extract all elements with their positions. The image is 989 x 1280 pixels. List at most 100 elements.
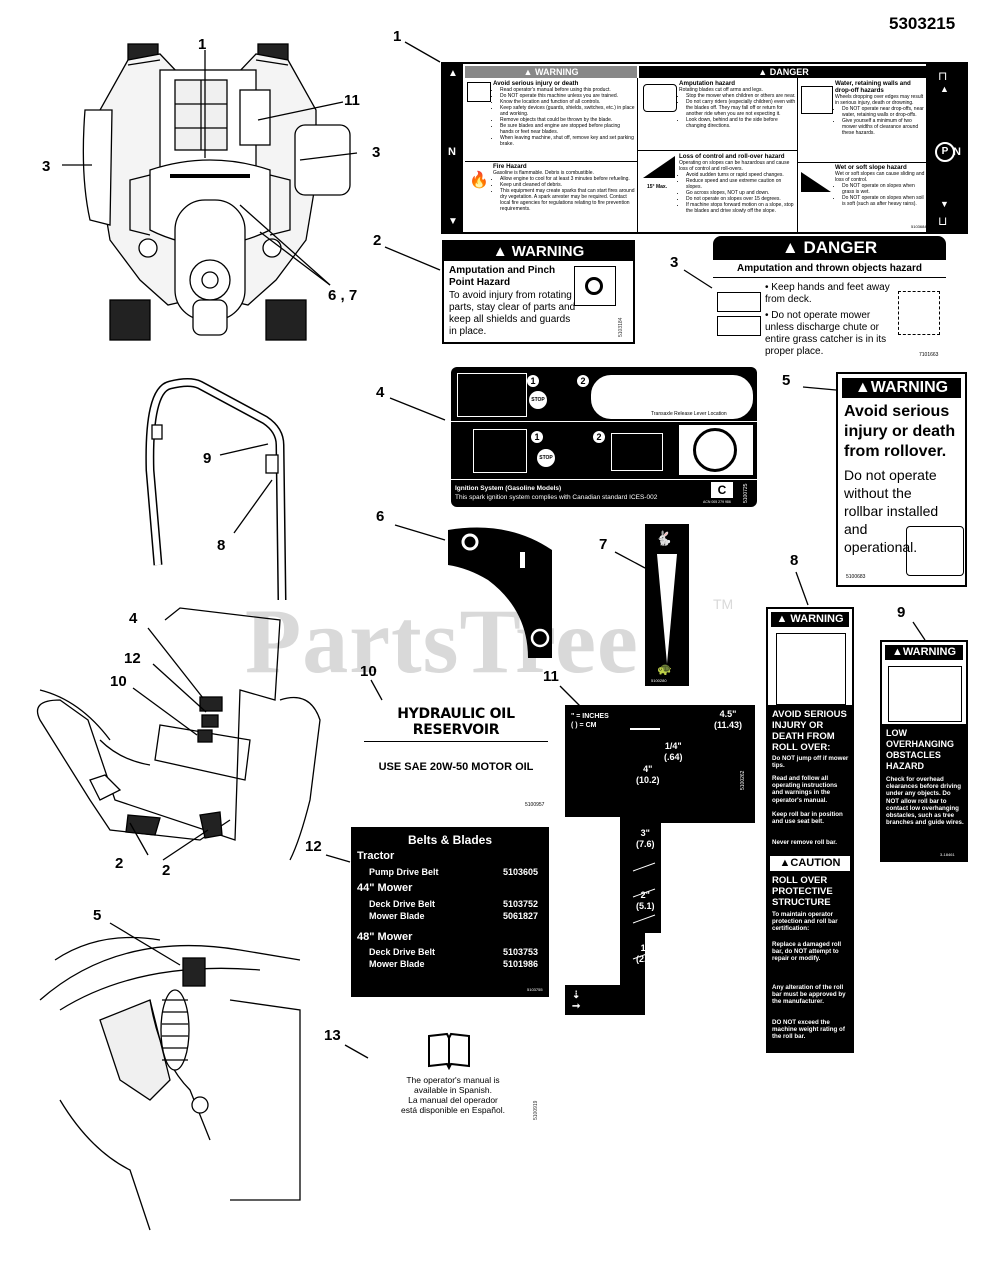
slope-max: 15° Max.: [647, 184, 668, 190]
avoid-item: Read operator's manual before using this…: [500, 87, 635, 93]
callout-2-drawing-a: 2: [115, 855, 124, 872]
decal-1-warning-header: ▲ WARNING: [465, 66, 637, 78]
ignition-text: This spark ignition system complies with…: [455, 494, 658, 501]
rollbar-drawing: [145, 378, 287, 601]
decal-12-title: Belts & Blades: [407, 833, 493, 847]
step-2-label: 2: [593, 431, 605, 443]
callout-10-decal: 10: [360, 663, 377, 680]
decal-10-text: USE SAE 20W-50 MOTOR OIL: [378, 761, 534, 773]
decal-3-pn: 7101663: [919, 352, 939, 358]
decal-6: [448, 527, 552, 658]
decal-2: ▲ WARNING Amputation and Pinch Point Haz…: [442, 240, 635, 344]
decal-9-pn: 3-18461: [940, 852, 955, 857]
rider-icon: [457, 373, 527, 417]
step-1-label: 1: [527, 375, 539, 387]
callout-5-decal: 5: [782, 372, 791, 389]
loss-item: Reduce speed and use extreme caution on …: [686, 178, 797, 190]
amp-title: Amputation hazard: [679, 80, 736, 87]
rider-icon: [776, 633, 846, 705]
callout-9-decal: 9: [897, 604, 906, 621]
loss-item: If machine stops forward motion on a slo…: [686, 202, 797, 214]
decal-13-line-2: available in Spanish.: [414, 1085, 492, 1095]
row-label: Deck Drive Belt: [369, 947, 436, 957]
hand-icon: [717, 316, 761, 336]
water-item: Do NOT operate near drop-offs, near wate…: [842, 106, 927, 118]
decal-8-r3: Any alteration of the roll bar must be a…: [772, 984, 846, 1006]
engine-icon: [591, 375, 753, 419]
start-icon: [530, 628, 550, 648]
decal-10: HYDRAULIC OIL RESERVOIR USE SAE 20W-50 M…: [364, 706, 548, 812]
avoid-item: When leaving machine, shut off, remove k…: [500, 135, 635, 147]
decal-9-header: ▲WARNING: [885, 645, 963, 660]
amp-text: Rotating blades cut off arms and legs.: [679, 87, 763, 94]
decal-3: ▲ DANGER Amputation and thrown objects h…: [713, 236, 946, 360]
arrow-down-icon: ▼: [448, 216, 458, 227]
callout-5-drawing: 5: [93, 907, 102, 924]
callout-2-drawing-b: 2: [162, 862, 171, 879]
callout-6-7: 6 , 7: [328, 287, 358, 304]
decal-3-item-1: • Keep hands and feet away from deck.: [765, 282, 890, 305]
callout-1-top: 1: [198, 36, 207, 53]
step-1-label: 1: [531, 431, 543, 443]
shock-drawing: [39, 922, 301, 1231]
row-label: Deck Drive Belt: [369, 899, 436, 909]
row-pn: 5103605: [503, 867, 539, 877]
fire-item: Keep unit cleaned of debris.: [500, 182, 635, 188]
row-pn: 5103752: [503, 899, 539, 909]
amp-item: Look down, behind and to the side before…: [686, 117, 797, 129]
loss-item: Avoid sudden turns or rapid speed change…: [686, 172, 797, 178]
decal-3-item-2: • Do not operate mower unless discharge …: [765, 310, 887, 357]
no-rider-icon: [679, 425, 753, 475]
section-tractor: Tractor: [357, 850, 395, 862]
row-label: Pump Drive Belt: [369, 867, 439, 877]
height-icon: [630, 714, 660, 730]
decal-8-caution-header: ▲CAUTION: [770, 856, 850, 871]
book-icon: [428, 1032, 470, 1070]
decal-8-t2: Read and follow all operating instructio…: [772, 775, 838, 804]
decal-6-body: [448, 527, 552, 658]
row-pn: 5061827: [503, 911, 539, 921]
decal-7-pn: 5100280: [651, 678, 667, 683]
water-title: Water, retaining walls and drop-off haza…: [835, 80, 911, 95]
wet-item: Do NOT operate on slopes when grass is w…: [842, 183, 927, 195]
avoid-item: Be sure blades and engine are stopped be…: [500, 123, 635, 135]
decal-1-danger-header: ▲ DANGER: [639, 66, 928, 78]
hand-icon: [717, 292, 761, 312]
callout-9-drawing: 9: [203, 450, 212, 467]
loss-item: Go across slopes, NOT up and down.: [686, 190, 797, 196]
watermark: PartsTree: [245, 590, 639, 692]
arrow-down-icon: ▼: [940, 199, 949, 209]
step-2-label: 2: [577, 375, 589, 387]
rider-icon: [888, 666, 962, 722]
wet-item: Do NOT operate on slopes when soil is so…: [842, 195, 927, 207]
decal-2-title: Amputation and Pinch Point Hazard: [449, 265, 556, 288]
decal-5-line-1: Avoid serious injury or death from rollo…: [844, 403, 956, 460]
book-icon: [467, 82, 491, 102]
rider-icon: [906, 526, 964, 576]
decal-8-black-panel: AVOID SERIOUS INJURY OR DEATH FROM ROLL …: [768, 705, 852, 1051]
height-3-4: 3/4"(1.90): [570, 768, 594, 789]
decal-5-header: ▲WARNING: [842, 378, 961, 398]
amp-item: Stop the mower when children or others a…: [686, 93, 797, 99]
fire-icon: 🔥: [469, 172, 489, 189]
height-1: 1"(2.5): [636, 943, 655, 964]
water-block: Water, retaining walls and drop-off haza…: [835, 80, 927, 136]
hand-icon: [574, 266, 616, 306]
decal-9-text: Check for overhead clearances before dri…: [886, 776, 964, 827]
decal-13-line-1: The operator's manual is: [406, 1075, 500, 1085]
height-3: 3"(7.6): [636, 828, 655, 849]
loss-item: Do not operate on slopes over 15 degrees…: [686, 196, 797, 202]
fire-list: Allow engine to cool for at least 3 minu…: [493, 176, 635, 212]
height-2: 2"(5.1): [636, 890, 655, 911]
fire-item: Allow engine to cool for at least 3 minu…: [500, 176, 635, 182]
side-n-label: N: [953, 146, 961, 158]
water-item: Give yourself a minimum of two mower wid…: [842, 118, 927, 136]
on-icon: [520, 552, 525, 568]
callout-3-left: 3: [42, 158, 51, 175]
decal-13-line-4: está disponible en Español.: [401, 1105, 505, 1115]
slope-icon: [643, 156, 675, 178]
watermark-tm: TM: [713, 596, 734, 612]
speed-wedge: [657, 554, 677, 664]
decal-2-text: To avoid injury from rotating parts, sta…: [449, 290, 576, 337]
water-text: Wheels dropping over edges may result in…: [835, 94, 924, 107]
